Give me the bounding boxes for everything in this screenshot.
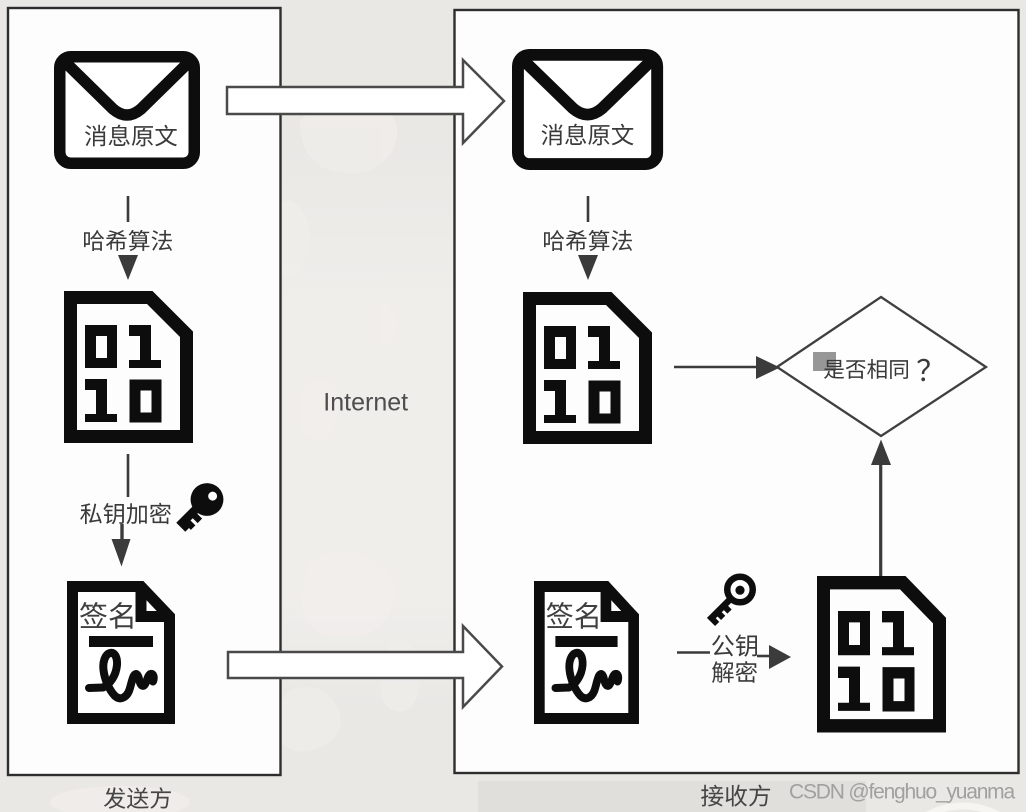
svg-text:Internet: Internet: [323, 389, 408, 417]
svg-text:CSDN @fenghuo_yuanma: CSDN @fenghuo_yuanma: [789, 781, 1015, 804]
